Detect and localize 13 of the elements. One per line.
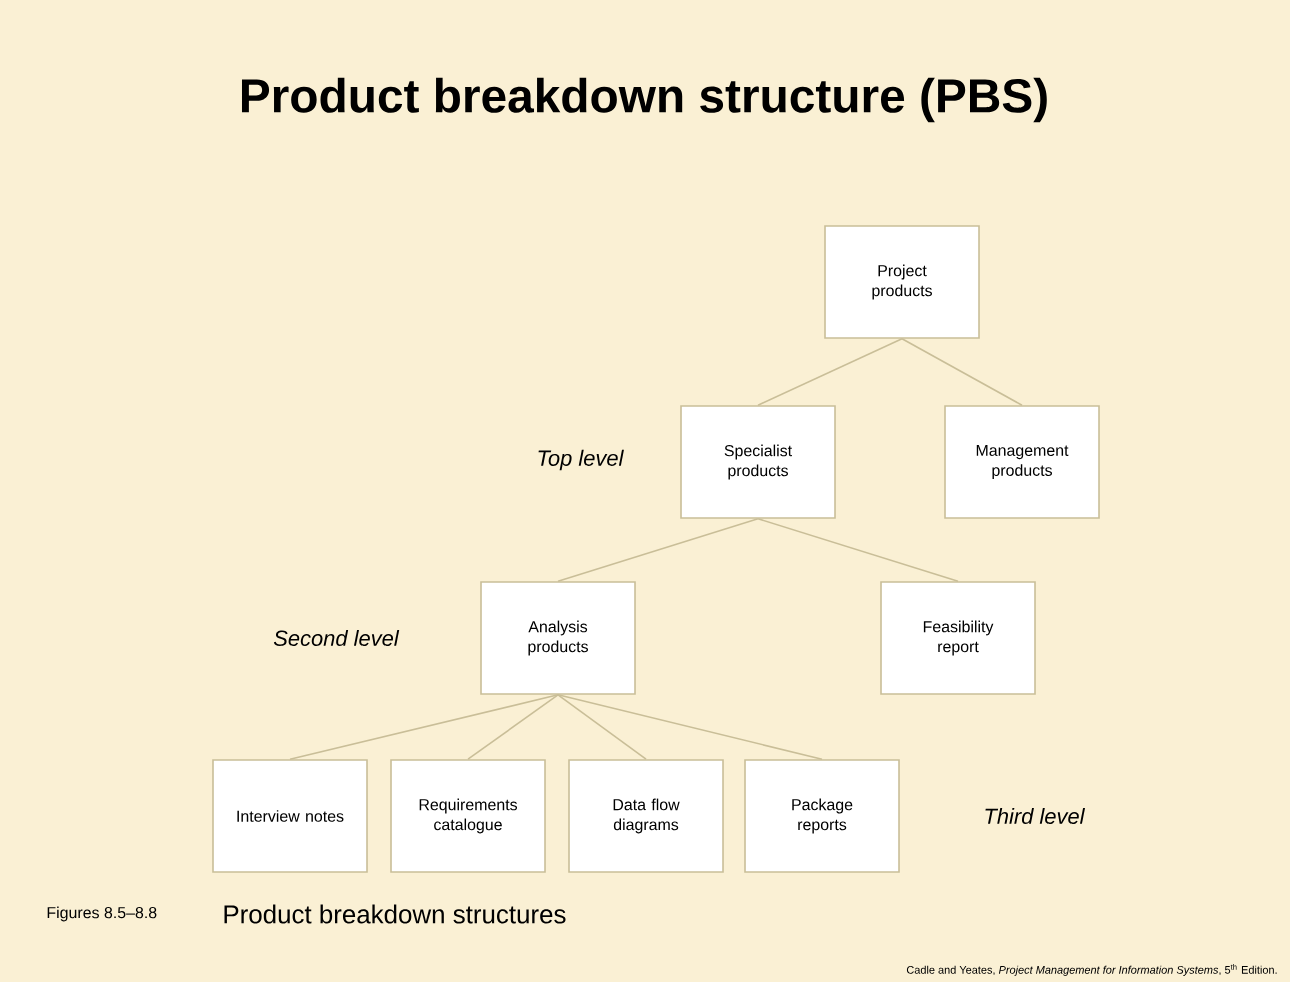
connector-line (289, 694, 559, 760)
connector-line (757, 518, 959, 582)
level-label: Third level (985, 807, 1085, 825)
connector-line (557, 694, 823, 760)
connector-line (901, 338, 1023, 406)
connector-line (467, 694, 559, 760)
connector-line (757, 338, 903, 406)
connector-line (557, 518, 759, 582)
caption: Product breakdown structures (224, 904, 566, 924)
level-label: Top level (538, 449, 624, 471)
connector-line (557, 694, 647, 760)
level-label: Second level (273, 629, 400, 647)
title: Product breakdown structure (PBS) (242, 77, 1047, 123)
